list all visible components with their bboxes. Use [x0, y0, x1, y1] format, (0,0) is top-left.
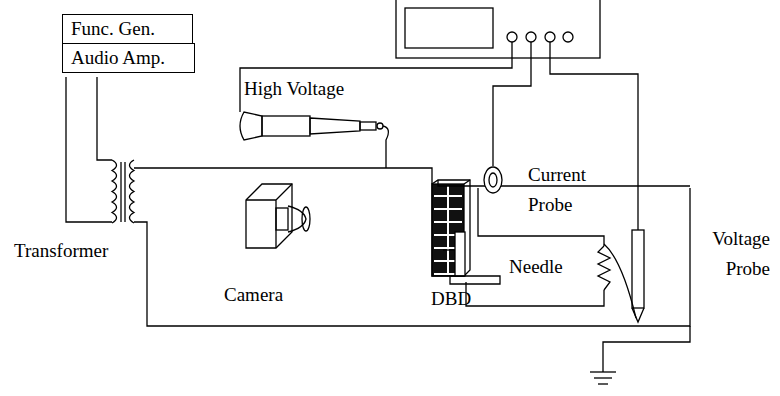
current-probe-lead: [493, 42, 531, 166]
resistor-symbol: [598, 246, 610, 290]
scope-channel: [563, 32, 573, 42]
voltage-probe: [604, 230, 644, 322]
hv-probe: [240, 112, 388, 168]
transformer-symbol: [112, 160, 134, 223]
instrument-box: Audio Amp.: [62, 43, 195, 73]
ground-wire: [603, 326, 690, 372]
transformer-core: [120, 162, 121, 222]
current-probe: [484, 167, 502, 193]
ground-symbol: [590, 371, 616, 372]
scope-channel: [526, 32, 536, 42]
needle-holder: [443, 232, 500, 284]
part-label: Voltage Probe: [686, 224, 770, 284]
scope-channel: [507, 32, 517, 42]
oscilloscope: [396, 0, 600, 58]
amp-wire: [66, 77, 112, 222]
ground-symbol: [598, 383, 608, 384]
needle-wire: [466, 282, 604, 306]
hv-probe-lead: [240, 42, 512, 112]
current-probe: [489, 173, 497, 187]
part-label: Needle: [509, 252, 563, 282]
box-label: Func. Gen.: [71, 18, 184, 40]
dbd-electrode: [432, 180, 470, 276]
transformer-winding: [112, 160, 117, 223]
instrument-box: Func. Gen.: [62, 14, 193, 44]
ground-wire: [134, 188, 690, 326]
amp-wire: [97, 77, 112, 160]
box-label: Audio Amp.: [71, 47, 186, 69]
part-label: Current Probe: [528, 160, 604, 220]
scope-channel: [545, 32, 555, 42]
part-label: DBD: [431, 284, 471, 314]
transformer-core: [124, 162, 125, 222]
dbd-grid-line: [447, 186, 449, 274]
part-label: Camera: [224, 280, 283, 310]
ground-symbol: [594, 377, 612, 378]
part-label: Transformer: [14, 236, 108, 266]
oscilloscope-screen: [405, 8, 493, 48]
camera: [246, 184, 310, 248]
transformer-winding: [130, 160, 135, 223]
part-label: High Voltage: [244, 74, 344, 104]
hv-wire: [134, 168, 432, 184]
